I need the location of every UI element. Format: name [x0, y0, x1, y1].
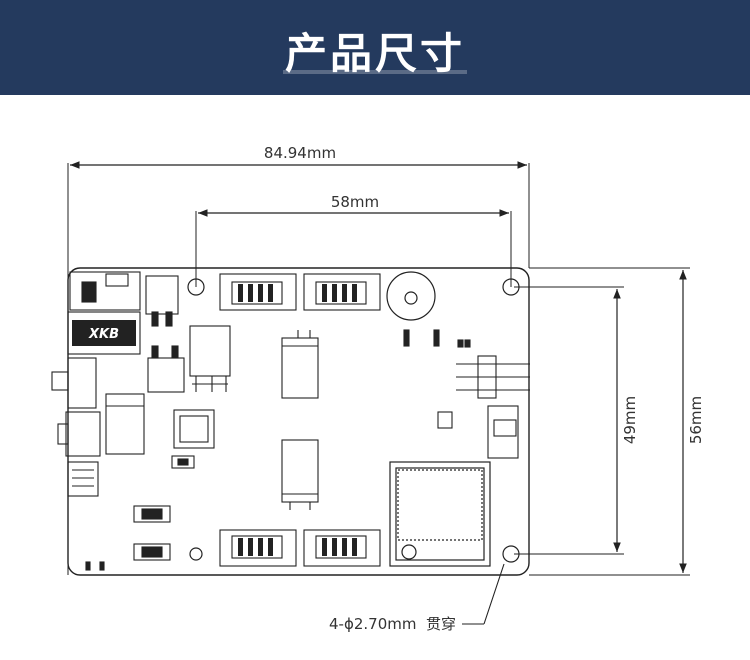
right-side-components: [403, 329, 530, 459]
top-connectors: [219, 273, 381, 311]
hole-spacing-x-dimension: 58mm: [195, 193, 512, 287]
ic-components: [105, 275, 231, 469]
header-banner: 产品尺寸: [0, 0, 750, 95]
mounting-holes-label: 4-ϕ2.70mm 贯穿: [329, 615, 456, 633]
title-underline: [283, 70, 467, 74]
mounting-hole-top-left: [187, 278, 205, 296]
mounting-hole-bottom-left: [189, 547, 203, 561]
board-outline: [67, 267, 530, 576]
page-title: 产品尺寸: [284, 29, 465, 78]
overall-width-label: 84.94mm: [264, 144, 336, 162]
xkb-chip-label-bg: [72, 320, 136, 346]
bottom-connector-pins: [238, 538, 357, 556]
tact-buttons: [85, 505, 171, 571]
mounting-hole-top-right: [502, 278, 520, 296]
hole-callout: 4-ϕ2.70mm 贯穿: [329, 563, 505, 633]
xkb-chip-label: XKB: [88, 327, 119, 342]
buzzer: [386, 271, 436, 321]
left-edge-components: [51, 271, 141, 497]
capacitor-components: [281, 330, 319, 510]
bottom-connectors: [219, 529, 381, 567]
mounting-holes: [187, 278, 520, 563]
dimension-drawing: 84.94mm 58mm 49mm 56mm: [51, 144, 705, 633]
hole-spacing-y-dimension: 49mm: [514, 286, 639, 555]
mounting-hole-bottom-right: [502, 545, 520, 563]
top-connector-pins: [238, 284, 357, 302]
overall-height-label: 56mm: [687, 396, 705, 444]
wifi-module: [389, 461, 491, 567]
overall-width-dimension: 84.94mm: [67, 144, 530, 575]
overall-height-dimension: 56mm: [529, 267, 705, 576]
hole-spacing-y-label: 49mm: [621, 396, 639, 444]
hole-spacing-x-label: 58mm: [331, 193, 379, 211]
